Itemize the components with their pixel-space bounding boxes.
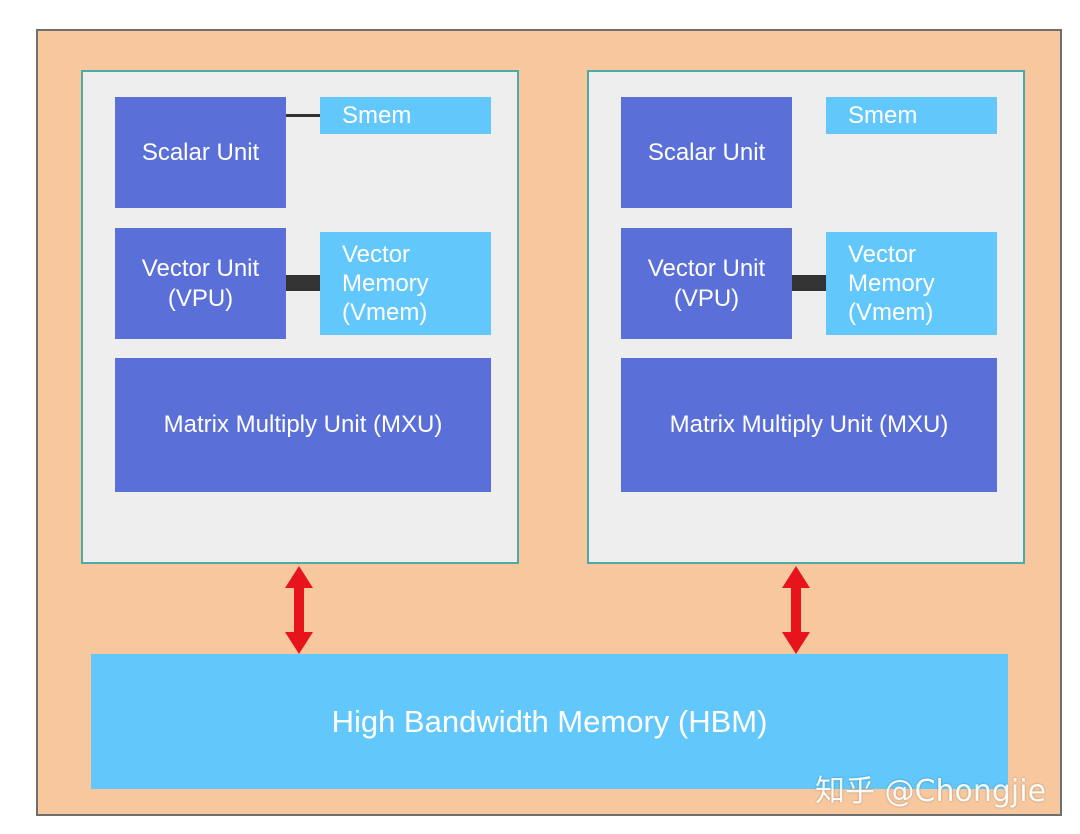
vector-memory-block: Vector Memory (Vmem)	[826, 232, 997, 335]
vector-memory-block: Vector Memory (Vmem)	[320, 232, 491, 335]
smem-label: Smem	[342, 101, 412, 129]
core-left: Scalar Unit Smem Vector Unit (VPU) Vecto…	[81, 70, 519, 564]
mxu-label: Matrix Multiply Unit (MXU)	[163, 411, 443, 439]
vpu-vmem-connector	[286, 275, 320, 291]
bidirectional-arrow-icon	[782, 566, 810, 654]
vector-unit-block: Vector Unit (VPU)	[621, 228, 792, 339]
mxu-label: Matrix Multiply Unit (MXU)	[669, 411, 949, 439]
scalar-smem-connector	[286, 114, 320, 117]
scalar-unit-label: Scalar Unit	[141, 138, 260, 166]
scalar-unit-block: Scalar Unit	[621, 97, 792, 208]
vector-memory-label: Vector Memory (Vmem)	[342, 240, 429, 327]
bidirectional-arrow-icon	[285, 566, 313, 654]
smem-block: Smem	[320, 97, 491, 134]
smem-label: Smem	[848, 101, 918, 129]
smem-block: Smem	[826, 97, 997, 134]
vpu-vmem-connector	[792, 275, 826, 291]
scalar-unit-block: Scalar Unit	[115, 97, 286, 208]
hbm-block: High Bandwidth Memory (HBM)	[91, 654, 1008, 789]
hbm-label: High Bandwidth Memory (HBM)	[331, 703, 768, 739]
mxu-block: Matrix Multiply Unit (MXU)	[621, 358, 997, 492]
vector-unit-label: Vector Unit (VPU)	[141, 255, 260, 312]
vector-unit-block: Vector Unit (VPU)	[115, 228, 286, 339]
mxu-block: Matrix Multiply Unit (MXU)	[115, 358, 491, 492]
scalar-unit-label: Scalar Unit	[647, 138, 766, 166]
vector-memory-label: Vector Memory (Vmem)	[848, 240, 935, 327]
watermark: 知乎 @Chongjie	[815, 774, 1047, 809]
core-right: Scalar Unit Smem Vector Unit (VPU) Vecto…	[587, 70, 1025, 564]
vector-unit-label: Vector Unit (VPU)	[647, 255, 766, 312]
